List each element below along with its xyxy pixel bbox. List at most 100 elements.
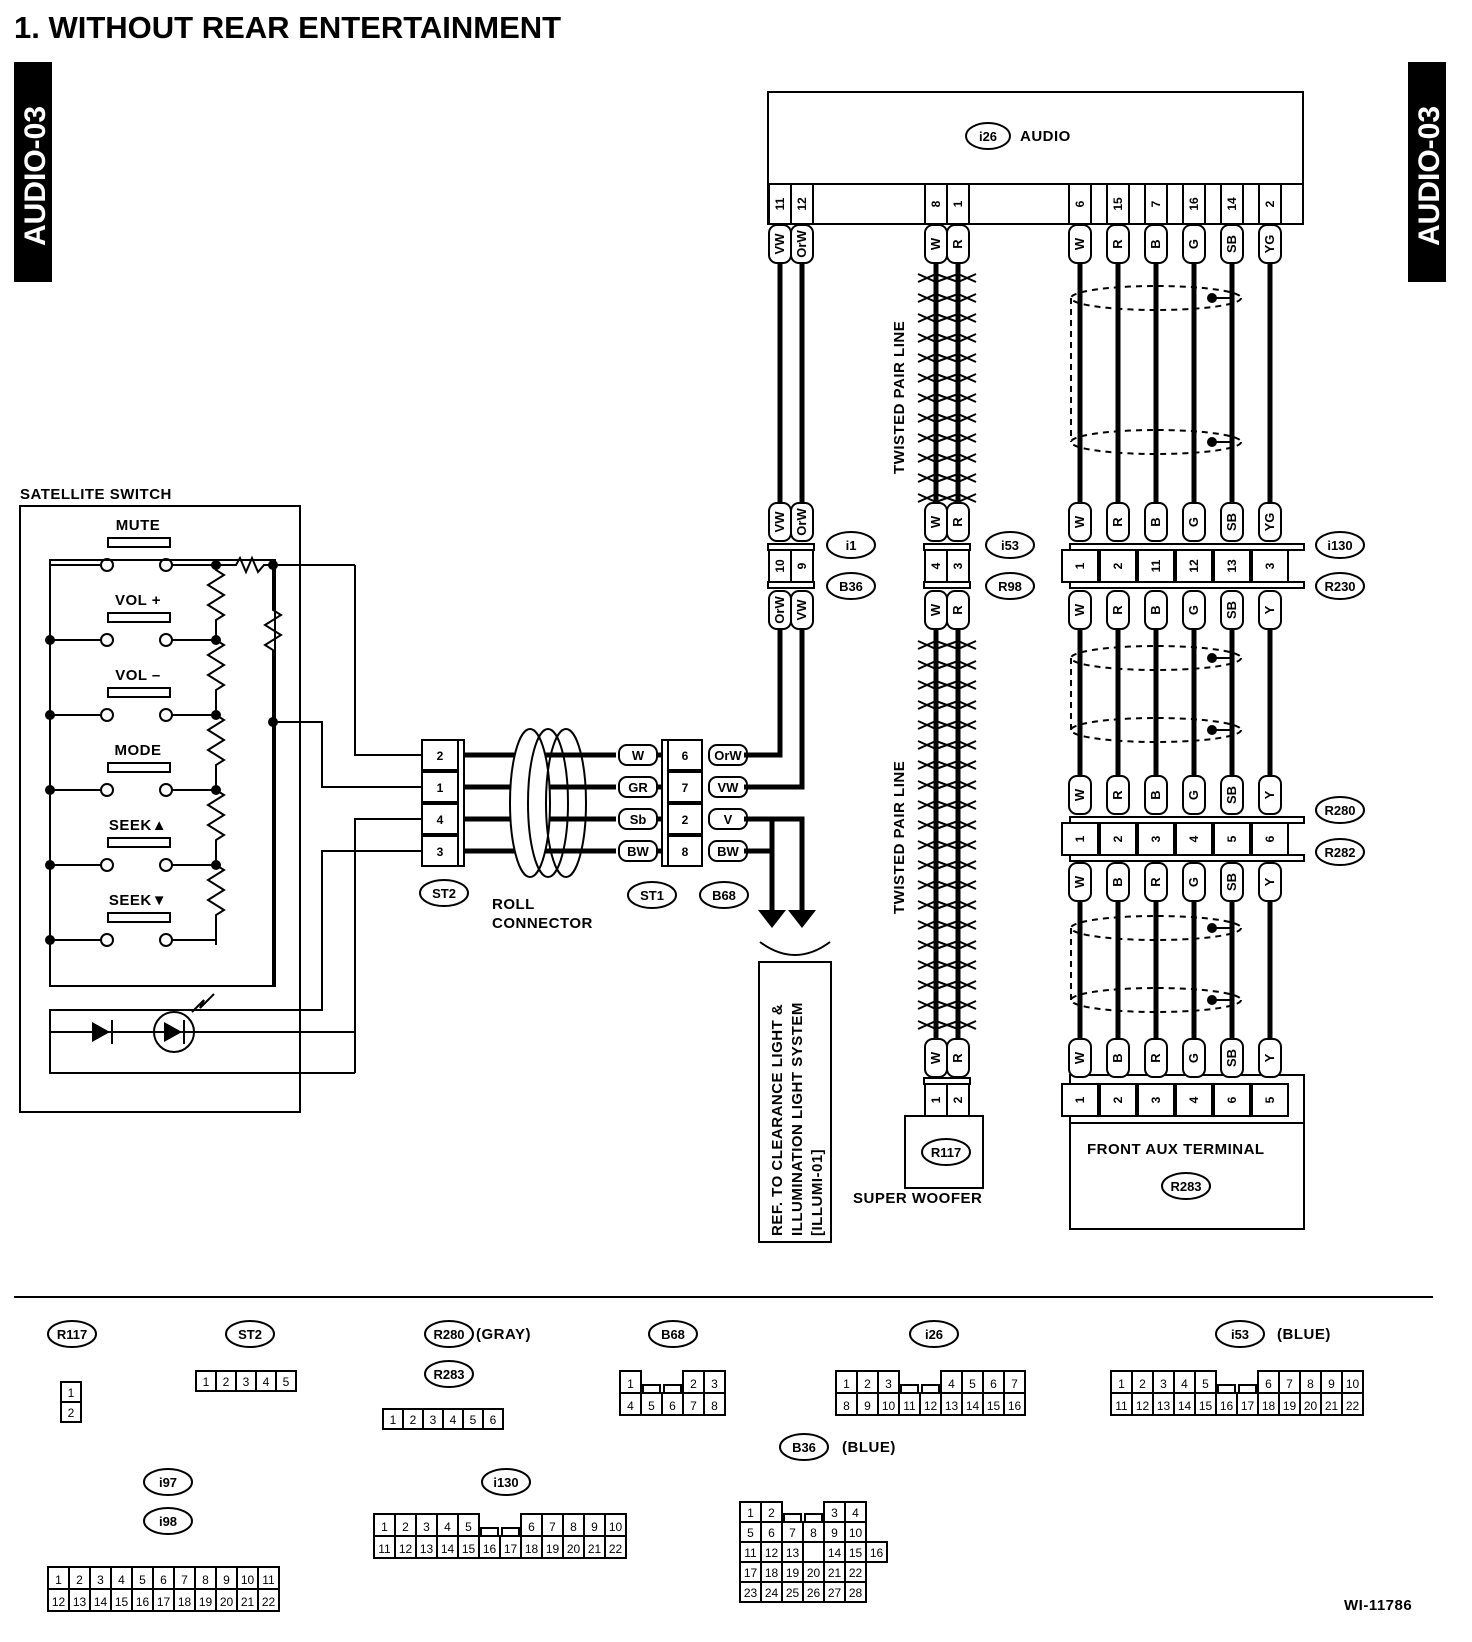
connector-view-pin: 9	[831, 1526, 838, 1540]
connector-view-pin: 1	[55, 1573, 62, 1587]
aux-wire-top: G	[1182, 224, 1206, 264]
woofer-wire-w-top: W	[924, 224, 948, 264]
aux-wire-upper: SB	[1220, 502, 1244, 542]
aux-wire-top-label: G	[1186, 239, 1201, 249]
audio-right-pin: 7	[1149, 200, 1163, 207]
connector-view-pin: 19	[1283, 1399, 1297, 1413]
switch-harness	[49, 565, 422, 1073]
woofer-wire-r-mid: R	[946, 590, 970, 630]
b68-code-oval: B68	[699, 881, 749, 909]
woofer-wire-w-bot-label: W	[928, 1051, 943, 1064]
connector-view-pin: 20	[1304, 1399, 1318, 1413]
connector-view-pin: 14	[828, 1546, 842, 1560]
connector-view-code: R117	[57, 1327, 87, 1342]
st1-wire: W	[618, 744, 658, 766]
aux-wire-mid-label: Y	[1262, 605, 1277, 614]
ref-box	[758, 961, 832, 1243]
aux-wire-lower: G	[1182, 862, 1206, 902]
connector-view-code-oval: B36	[779, 1433, 829, 1461]
connector-view-pin: 7	[181, 1573, 188, 1587]
b36-code: B36	[839, 579, 863, 594]
b68-wire-label: V	[724, 812, 733, 827]
woofer-wire-w-label: W	[928, 515, 943, 528]
connector-view-pin: 10	[849, 1526, 863, 1540]
r283-code: R283	[1170, 1179, 1201, 1194]
aux-wire-upper-label: YG	[1262, 513, 1277, 532]
connector-view-pin: 4	[118, 1573, 125, 1587]
woofer-wire-w-top-label: W	[928, 237, 943, 250]
connector-view-pin: 9	[864, 1399, 871, 1413]
st1-wire: BW	[618, 840, 658, 862]
connector-view-pin: 4	[444, 1520, 451, 1534]
connector-view-pin: 9	[591, 1520, 598, 1534]
connector-view-pin: 5	[1202, 1377, 1209, 1391]
connector-view-pin: 13	[786, 1546, 800, 1560]
connector-view-pin: 1	[68, 1386, 75, 1400]
ref-line-3: [ILLUMI-01]	[809, 1149, 826, 1236]
figure-id: WI-11786	[1344, 1597, 1412, 1614]
b68-code: B68	[712, 888, 736, 903]
aux-wire-upper-label: G	[1186, 517, 1201, 527]
twisted-pair-label-lower: TWISTED PAIR LINE	[891, 761, 908, 914]
connector-view-pin: 3	[711, 1377, 718, 1391]
switch-button	[107, 912, 171, 923]
switch-button	[107, 837, 171, 848]
r280-pin: 1	[1073, 835, 1087, 842]
connector-view-code: ST2	[238, 1327, 262, 1342]
connector-view-pin: 25	[786, 1586, 800, 1600]
aux-wire-mid-label: G	[1186, 605, 1201, 615]
connector-view-pin: 16	[870, 1546, 884, 1560]
b68-pin: 7	[682, 781, 689, 795]
b68-wire-label: BW	[717, 844, 739, 859]
connector-view-pin: 14	[1178, 1399, 1192, 1413]
page-tab-right: AUDIO-03	[1408, 62, 1446, 282]
connector-view-pin: 13	[73, 1595, 87, 1609]
connector-view-pin: 8	[810, 1526, 817, 1540]
connector-view-pin: 22	[609, 1542, 623, 1556]
connector-view-pin: 17	[1241, 1399, 1255, 1413]
connector-view-code-oval: R280	[424, 1320, 474, 1348]
audio-wire-orw-top: OrW	[790, 224, 814, 264]
connector-view-code-2: i98	[159, 1514, 177, 1529]
r280-pin: 6	[1263, 835, 1277, 842]
twisted-pair-label-upper: TWISTED PAIR LINE	[891, 321, 908, 474]
i53-pin: 4	[929, 562, 943, 569]
aux-wire-upper-label: B	[1148, 517, 1163, 526]
connector-view-pin: 19	[546, 1542, 560, 1556]
connector-view-pin: 12	[765, 1546, 779, 1560]
aux-wire-mid: B	[1144, 590, 1168, 630]
connector-view-code: R280	[433, 1327, 464, 1342]
connector-view-code-oval: R117	[47, 1320, 97, 1348]
aux-wire-bottom-label: R	[1148, 1053, 1163, 1063]
audio-wire-vw-top: VW	[768, 224, 792, 264]
connector-view-code-oval: i97	[143, 1468, 193, 1496]
i130-code-oval: i130	[1315, 531, 1365, 559]
st2-pin: 4	[437, 813, 444, 827]
b68-wire: V	[708, 808, 748, 830]
audio-unit-code-oval	[965, 122, 1011, 150]
connector-view-pin: 15	[1199, 1399, 1213, 1413]
b36-wire-orw-label: OrW	[772, 596, 787, 624]
connector-view-pin: 24	[765, 1586, 779, 1600]
r280-code: R280	[1324, 803, 1355, 818]
woofer-wire-r: R	[946, 502, 970, 542]
switch-button	[107, 762, 171, 773]
connector-view-pin: 7	[1011, 1377, 1018, 1391]
connector-view-pin: 4	[627, 1399, 634, 1413]
connector-view-pin: 13	[420, 1542, 434, 1556]
i130-code: i130	[1327, 538, 1352, 553]
connector-view-pin: 6	[528, 1520, 535, 1534]
audio-right-pin: 2	[1263, 200, 1277, 207]
connector-view-pin: 22	[262, 1595, 276, 1609]
super-woofer-label: SUPER WOOFER	[853, 1190, 982, 1207]
audio-woofer-pin: 8	[929, 200, 943, 207]
r98-code-oval: R98	[985, 572, 1035, 600]
connector-view-note: (BLUE)	[842, 1439, 896, 1456]
woofer-circuit: TWISTED PAIR LINE TWISTED PAIR LINE SUPE…	[853, 224, 1035, 1207]
